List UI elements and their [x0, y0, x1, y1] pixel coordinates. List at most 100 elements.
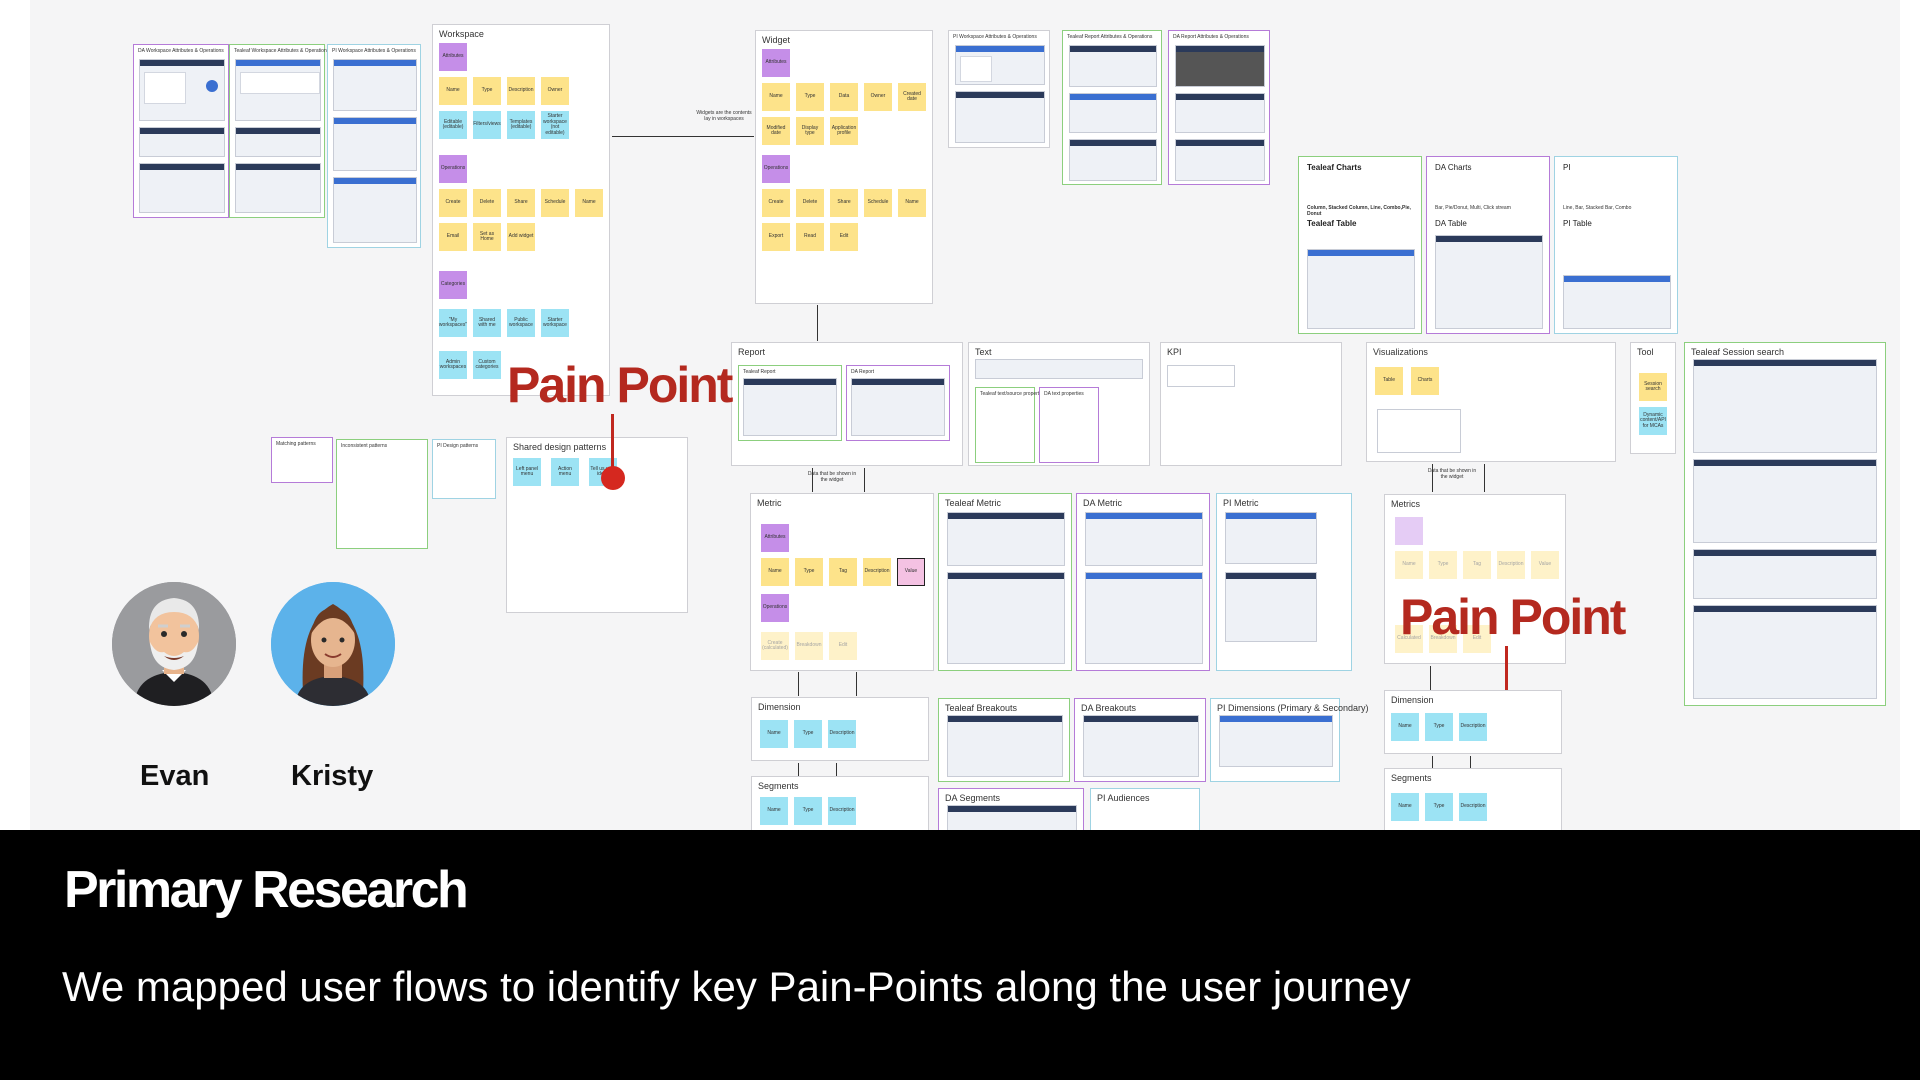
sticky-operation[interactable]: Schedule	[864, 189, 892, 217]
sticky-category[interactable]: "My workspaces"	[439, 309, 467, 337]
sticky-attribute[interactable]: Type	[1429, 551, 1457, 579]
sticky-operation[interactable]: Name	[575, 189, 603, 217]
sticky-operation[interactable]: Breakdown	[795, 632, 823, 660]
sticky-visualization[interactable]: Table	[1375, 367, 1403, 395]
sticky-segment[interactable]: Name	[760, 797, 788, 825]
screenshot	[1693, 459, 1877, 543]
thumbnail-tealeaf-report[interactable]: Tealeaf Report Attributes & Operations	[1062, 30, 1162, 185]
sticky-attributes-label[interactable]: Attributes	[439, 43, 467, 71]
sticky-operation[interactable]: Export	[762, 223, 790, 251]
sticky-attribute[interactable]: Filters/views	[473, 111, 501, 139]
sticky-attribute[interactable]: Modified date	[762, 117, 790, 145]
connector-arrow	[798, 672, 799, 696]
sticky-dimension[interactable]: Type	[1425, 713, 1453, 741]
thumbnail-pi-workspace[interactable]: PI Workspace Attributes & Operations	[327, 44, 421, 248]
thumbnail-da-workspace[interactable]: DA Workspace Attributes & Operations	[133, 44, 229, 218]
sticky-operation[interactable]: Create (calculated)	[761, 632, 789, 660]
sticky-attribute[interactable]: Owner	[864, 83, 892, 111]
thumbnail-pi-design-patterns[interactable]: PI Design patterns	[432, 439, 496, 499]
sticky-attribute[interactable]: Application profile	[830, 117, 858, 145]
da-text-properties-thumb[interactable]: DA text properties	[1039, 387, 1099, 463]
sticky-tool[interactable]: Dynamic content/API for MCAs	[1639, 407, 1667, 435]
sticky-operation[interactable]: Delete	[796, 189, 824, 217]
sticky-operation[interactable]: Edit	[1463, 625, 1491, 653]
sticky-visualization[interactable]: Charts	[1411, 367, 1439, 395]
sticky-operation[interactable]: Name	[898, 189, 926, 217]
sticky-categories-label[interactable]: Categories	[439, 271, 467, 299]
sticky-attribute[interactable]: Tag	[829, 558, 857, 586]
sticky-operation[interactable]: Schedule	[541, 189, 569, 217]
sticky-operations-label[interactable]: Operations	[762, 155, 790, 183]
sticky-dimension[interactable]: Description	[828, 720, 856, 748]
sticky-attribute[interactable]: Name	[761, 558, 789, 586]
sticky-segment[interactable]: Description	[1459, 793, 1487, 821]
sticky-operations-label[interactable]: Operations	[439, 155, 467, 183]
screenshot	[975, 359, 1143, 379]
sticky-operations-label[interactable]: Operations	[761, 594, 789, 622]
sticky-attribute-value[interactable]: Value	[897, 558, 925, 586]
sticky-dimension[interactable]: Name	[1391, 713, 1419, 741]
sticky-attributes-label[interactable]: Attributes	[762, 49, 790, 77]
screenshot	[333, 59, 417, 111]
sticky-dimension[interactable]: Name	[760, 720, 788, 748]
sticky-attribute[interactable]: Data	[830, 83, 858, 111]
sticky-attribute[interactable]: Name	[1395, 551, 1423, 579]
sticky-operation[interactable]: Add widget	[507, 223, 535, 251]
tealeaf-text-properties-thumb[interactable]: Tealeaf text/source properties	[975, 387, 1046, 463]
sticky-attribute[interactable]: Starter workspace (not editable)	[541, 111, 569, 139]
tealeaf-report-thumb[interactable]: Tealeaf Report	[738, 365, 842, 441]
sticky-operation[interactable]: Share	[507, 189, 535, 217]
thumbnail-da-report[interactable]: DA Report Attributes & Operations	[1168, 30, 1270, 185]
sticky-category[interactable]: Admin workspaces	[439, 351, 467, 379]
sticky-attribute[interactable]: Description	[1497, 551, 1525, 579]
sticky-attributes-label[interactable]	[1395, 517, 1423, 545]
sticky-operation[interactable]: Read	[796, 223, 824, 251]
sticky-operation[interactable]: Share	[830, 189, 858, 217]
sticky-attribute[interactable]: Tag	[1463, 551, 1491, 579]
sticky-segment[interactable]: Name	[1391, 793, 1419, 821]
chart-types: Bar, Pie/Donut, Multi, Click stream	[1435, 205, 1511, 211]
sticky-segment[interactable]: Type	[1425, 793, 1453, 821]
sticky-attribute[interactable]: Description	[863, 558, 891, 586]
sticky-tool[interactable]: Session search	[1639, 373, 1667, 401]
sticky-attribute[interactable]: Value	[1531, 551, 1559, 579]
sticky-pattern[interactable]: Left panel menu	[513, 458, 541, 486]
sticky-attribute[interactable]: Type	[795, 558, 823, 586]
thumbnail-tealeaf-workspace[interactable]: Tealeaf Workspace Attributes & Operation…	[229, 44, 329, 218]
sticky-segment[interactable]: Description	[828, 797, 856, 825]
sticky-dimension[interactable]: Description	[1459, 713, 1487, 741]
sticky-attribute[interactable]: Name	[762, 83, 790, 111]
sticky-category[interactable]: Shared with me	[473, 309, 501, 337]
sticky-operation[interactable]: Breakdown	[1429, 625, 1457, 653]
sticky-operation[interactable]: Calculated	[1395, 625, 1423, 653]
sticky-attribute[interactable]: Type	[473, 77, 501, 105]
sticky-operation[interactable]: Email	[439, 223, 467, 251]
sticky-attributes-label[interactable]: Attributes	[761, 524, 789, 552]
sticky-category[interactable]: Starter workspace	[541, 309, 569, 337]
sticky-operation[interactable]: Edit	[829, 632, 857, 660]
sticky-operation[interactable]: Create	[762, 189, 790, 217]
thumbnail-pi-workspace-2[interactable]: PI Workspace Attributes & Operations	[948, 30, 1050, 148]
frame-title: Tealeaf Charts	[1307, 163, 1362, 172]
thumbnail-matching-patterns[interactable]: Matching patterns	[271, 437, 333, 483]
sticky-attribute[interactable]: Display type	[796, 117, 824, 145]
sticky-attribute[interactable]: Description	[507, 77, 535, 105]
sticky-attribute[interactable]: Name	[439, 77, 467, 105]
sticky-attribute[interactable]: Templates (editable)	[507, 111, 535, 139]
sticky-operation[interactable]: Edit	[830, 223, 858, 251]
sticky-segment[interactable]: Type	[794, 797, 822, 825]
sticky-pattern[interactable]: Action menu	[551, 458, 579, 486]
sticky-attribute[interactable]: Type	[796, 83, 824, 111]
thumbnail-title: Tealeaf text/source properties	[980, 391, 1046, 397]
sticky-operation[interactable]: Delete	[473, 189, 501, 217]
sticky-attribute[interactable]: Created date	[898, 83, 926, 111]
sticky-category[interactable]: Custom categories	[473, 351, 501, 379]
sticky-dimension[interactable]: Type	[794, 720, 822, 748]
sticky-category[interactable]: Public workspace	[507, 309, 535, 337]
sticky-operation[interactable]: Create	[439, 189, 467, 217]
da-report-thumb[interactable]: DA Report	[846, 365, 950, 441]
thumbnail-inconsistent-patterns[interactable]: Inconsistent patterns	[336, 439, 428, 549]
sticky-operation[interactable]: Set as Home	[473, 223, 501, 251]
sticky-attribute[interactable]: Owner	[541, 77, 569, 105]
sticky-attribute[interactable]: Editable (editable)	[439, 111, 467, 139]
